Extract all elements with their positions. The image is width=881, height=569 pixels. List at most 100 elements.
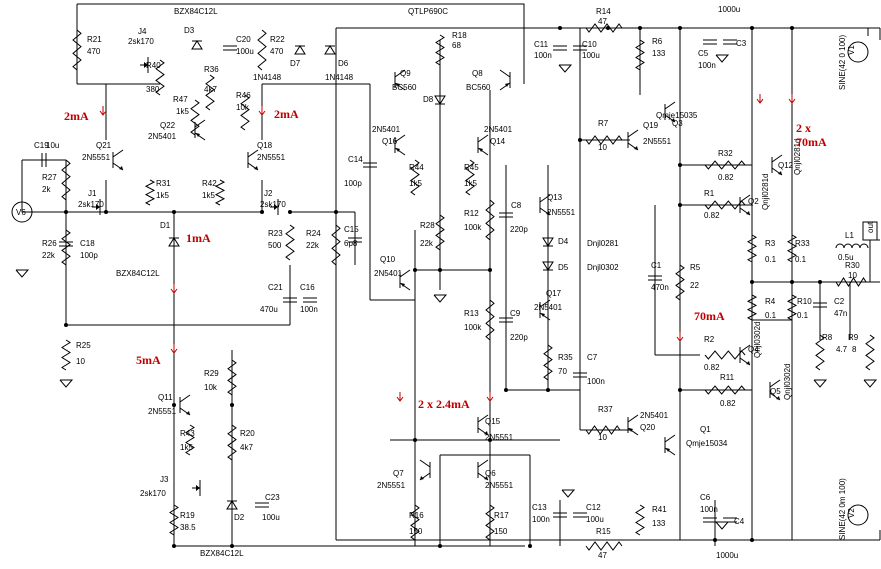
capacitor-c21	[283, 297, 297, 303]
label-r5v: 22	[690, 281, 699, 290]
label-c10v: 100u	[582, 51, 600, 60]
label-r6v: 133	[652, 49, 666, 58]
label-q9t: BC560	[392, 83, 417, 92]
capacitor-c2	[813, 302, 827, 308]
capacitor-c23	[255, 502, 269, 508]
label-r35: R35	[558, 353, 573, 362]
label-q10t: 2N5401	[374, 269, 403, 278]
resistor-r45	[465, 159, 475, 196]
label-c8v: 220p	[510, 225, 528, 234]
label-r1v: 0.82	[704, 211, 720, 220]
resistor-r1	[704, 200, 746, 210]
label-d1: D1	[160, 221, 171, 230]
label-c15: C15	[344, 225, 359, 234]
label-q11: Q11	[158, 393, 173, 402]
resistor-r33	[786, 234, 798, 263]
ground-symbol	[715, 521, 730, 530]
resistor-r22	[257, 29, 267, 71]
resistor-r43	[185, 424, 195, 456]
label-r18: R18	[452, 31, 467, 40]
resistor-r32	[704, 160, 746, 170]
label-r13v: 100k	[464, 323, 482, 332]
resistor-r6	[635, 39, 645, 71]
label-q21: Q21	[96, 141, 112, 150]
label-r29v: 10k	[204, 383, 218, 392]
label-r27v: 2k	[42, 185, 51, 194]
transistor-q21	[112, 149, 124, 171]
label-j1t: 2sk170	[78, 200, 104, 209]
label-r22v: 470	[270, 47, 284, 56]
ann-2x2-4ma: 2 x 2.4mA	[418, 397, 470, 411]
capacitor-c14	[363, 162, 377, 168]
resistor-r13	[485, 299, 495, 341]
label-r13: R13	[464, 309, 479, 318]
resistor-r11	[704, 385, 746, 395]
capacitor-c19	[41, 153, 47, 167]
output-terminal	[862, 221, 878, 241]
voltage-source-v2	[847, 504, 869, 526]
label-j4: J4	[138, 27, 147, 36]
label-r37v: 10	[598, 433, 607, 442]
label-c18: C18	[80, 239, 95, 248]
label-q22t: 2N5401	[148, 132, 177, 141]
zener-d2	[226, 500, 238, 510]
diode-d6	[324, 45, 336, 55]
resistor-r26	[61, 229, 71, 266]
resistor-r30	[835, 277, 867, 287]
label-bzx84c12l-bot: BZX84C12L	[200, 549, 244, 558]
ground-symbol	[863, 379, 878, 388]
transistor-q9	[394, 69, 406, 91]
transistor-q17	[539, 299, 551, 321]
label-c4: C4	[734, 517, 745, 526]
label-r46v: 10k	[236, 103, 250, 112]
label-r21v: 470	[87, 47, 101, 56]
label-q17t: 2N5401	[534, 303, 563, 312]
label-r20: R20	[240, 429, 255, 438]
ann-2ma-left: 2mA	[64, 109, 89, 123]
label-r3v: 0.1	[765, 255, 777, 264]
transistor-q6	[477, 459, 489, 481]
label-r19: R19	[180, 511, 195, 520]
capacitor-c18	[59, 241, 73, 247]
label-d8: D8	[423, 95, 434, 104]
label-q16t: 2N5401	[372, 125, 401, 134]
label-r31v: 1k5	[156, 191, 169, 200]
ground-symbol	[59, 379, 74, 388]
label-j2: J2	[264, 189, 273, 198]
label-r41v: 133	[652, 519, 666, 528]
label-q6: Q6	[485, 469, 496, 478]
label-r35v: 70	[558, 367, 567, 376]
wires	[21, 3, 881, 548]
label-r37: R37	[598, 405, 613, 414]
label-r11: R11	[720, 373, 735, 382]
transistor-q10	[399, 269, 411, 291]
label-r45: R45	[464, 163, 479, 172]
label-c7v: 100n	[587, 377, 605, 386]
resistor-r44	[410, 159, 420, 196]
label-r16v: 150	[409, 527, 423, 536]
label-l1: L1	[845, 231, 854, 240]
resistor-r47	[190, 99, 200, 136]
resistor-r23	[285, 224, 295, 261]
label-c-1000u-bot: 1000u	[716, 551, 738, 560]
capacitor-c11	[553, 45, 567, 51]
label-c15v: 6p8	[344, 239, 358, 248]
label-r2v: 0.82	[704, 363, 720, 372]
ground-symbol	[813, 379, 828, 388]
label-j2t: 2sk170	[260, 200, 286, 209]
resistor-r21	[72, 29, 82, 71]
transistor-q7	[419, 459, 431, 481]
jfet-j1	[92, 199, 101, 215]
label-r42v: 1k5	[202, 191, 215, 200]
label-q6t: 2N5551	[485, 481, 514, 490]
label-c21: C21	[268, 283, 283, 292]
label-r28: R28	[420, 221, 435, 230]
label-q15: Q15	[485, 417, 501, 426]
label-r29: R29	[204, 369, 219, 378]
label-c16: C16	[300, 283, 315, 292]
label-c12: C12	[586, 503, 601, 512]
capacitor-c20	[223, 45, 237, 51]
label-q12t: Qnjl0281d	[793, 139, 802, 175]
